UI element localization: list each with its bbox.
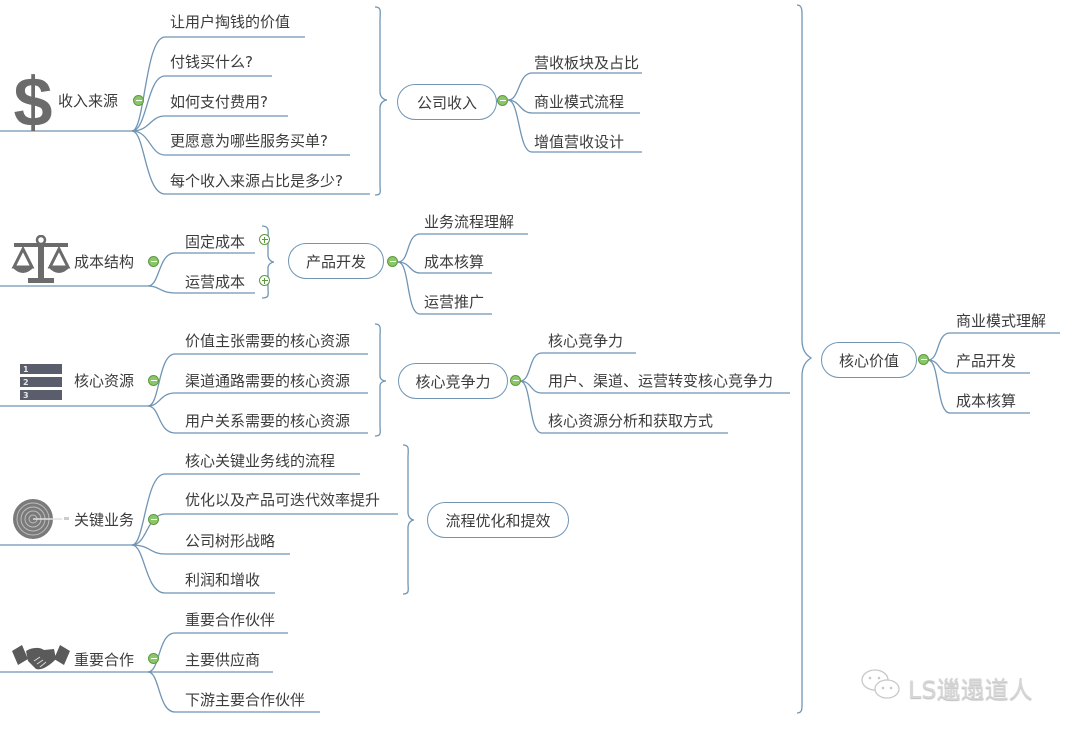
watermark-text: LS邋遢道人 — [908, 676, 1033, 704]
expand-toggle[interactable] — [259, 234, 270, 245]
node: 固定成本 — [185, 233, 246, 251]
node: 价值主张需要的核心资源 — [185, 332, 351, 350]
target-icon — [12, 497, 72, 541]
collapse-toggle[interactable] — [148, 514, 159, 525]
collapse-toggle[interactable] — [510, 375, 521, 386]
svg-text:1: 1 — [23, 365, 29, 374]
summary-node-core-competitiveness[interactable]: 核心竞争力 — [398, 363, 508, 399]
summary-label: 流程优化和提效 — [445, 511, 551, 530]
node: 更愿意为哪些服务买单? — [170, 132, 328, 150]
node: 每个收入来源占比是多少? — [170, 172, 343, 190]
node: 成本核算 — [956, 392, 1017, 410]
branch-label-key-partnerships: 重要合作 — [74, 651, 135, 669]
node: 如何支付费用? — [170, 93, 268, 111]
collapse-toggle[interactable] — [148, 653, 159, 664]
branch-label-key-activities: 关键业务 — [74, 511, 135, 529]
numbered-list-icon: 1 2 3 — [20, 364, 62, 402]
svg-text:3: 3 — [23, 391, 29, 400]
collapse-toggle[interactable] — [148, 375, 159, 386]
node: 渠道通路需要的核心资源 — [185, 372, 351, 390]
collapse-toggle[interactable] — [387, 256, 398, 267]
node: 用户关系需要的核心资源 — [185, 412, 351, 430]
summary-label: 产品开发 — [305, 252, 366, 271]
collapse-toggle[interactable] — [497, 95, 508, 106]
branch-label-revenue: 收入来源 — [58, 92, 119, 110]
node: 营收板块及占比 — [534, 54, 640, 72]
summary-label: 核心竞争力 — [415, 372, 491, 391]
node: 运营成本 — [185, 273, 246, 291]
node: 商业模式流程 — [534, 93, 625, 111]
summary-node-process-optimization[interactable]: 流程优化和提效 — [427, 502, 569, 538]
summary-label: 核心价值 — [838, 351, 899, 370]
summary-node-core-value[interactable]: 核心价值 — [821, 342, 917, 378]
node: 业务流程理解 — [424, 213, 515, 231]
node: 利润和增收 — [185, 571, 261, 589]
dollar-icon: $ — [8, 63, 58, 141]
svg-text:2: 2 — [23, 378, 29, 387]
node: 核心资源分析和获取方式 — [548, 412, 714, 430]
node: 付钱买什么? — [170, 53, 253, 71]
branch-label-core-resources: 核心资源 — [74, 372, 135, 390]
node: 优化以及产品可迭代效率提升 — [185, 491, 381, 509]
node: 重要合作伙伴 — [185, 611, 276, 629]
node: 公司树形战略 — [185, 532, 276, 550]
collapse-toggle[interactable] — [148, 256, 159, 267]
collapse-toggle[interactable] — [133, 95, 144, 106]
node: 让用户掏钱的价值 — [170, 13, 291, 31]
node: 核心关键业务线的流程 — [185, 452, 336, 470]
summary-node-company-revenue[interactable]: 公司收入 — [397, 84, 497, 120]
handshake-icon — [10, 643, 72, 673]
scales-icon — [10, 234, 72, 285]
node: 核心竞争力 — [548, 332, 624, 350]
node: 增值营收设计 — [534, 133, 625, 151]
expand-toggle[interactable] — [259, 275, 270, 286]
summary-node-product-dev[interactable]: 产品开发 — [288, 243, 384, 279]
node: 用户、渠道、运营转变核心竞争力 — [548, 372, 774, 390]
wechat-icon — [860, 668, 902, 704]
node: 运营推广 — [424, 293, 485, 311]
node: 产品开发 — [956, 352, 1017, 370]
node: 主要供应商 — [185, 651, 261, 669]
node: 成本核算 — [424, 253, 485, 271]
node: 下游主要合作伙伴 — [185, 691, 306, 709]
collapse-toggle[interactable] — [918, 354, 929, 365]
summary-label: 公司收入 — [416, 93, 477, 112]
svg-text:$: $ — [14, 68, 53, 132]
node: 商业模式理解 — [956, 312, 1047, 330]
branch-label-cost-structure: 成本结构 — [74, 253, 135, 271]
